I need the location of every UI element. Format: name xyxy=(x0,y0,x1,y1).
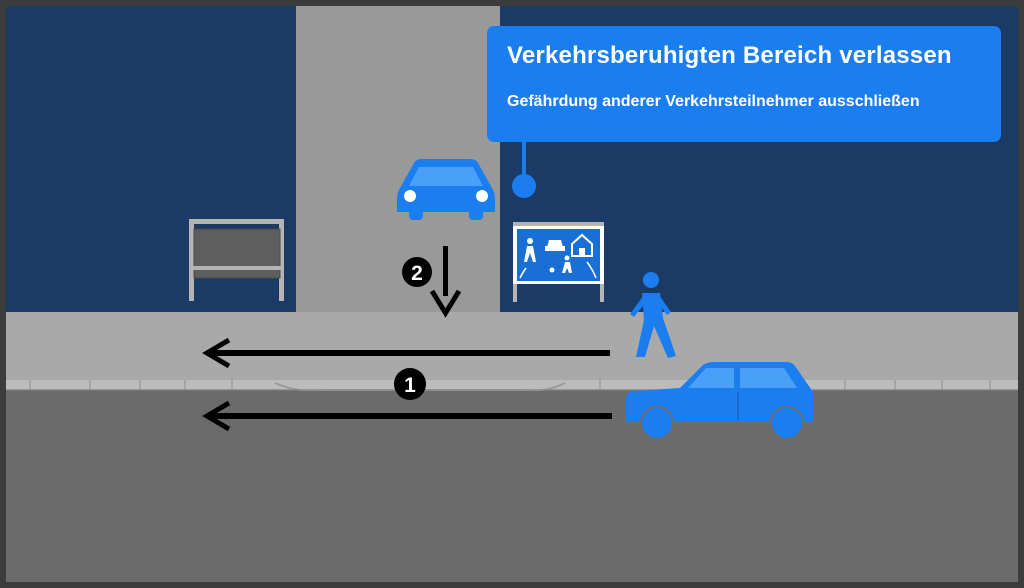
blank-sign-icon xyxy=(189,219,284,301)
arrow-left-icon xyxy=(202,400,612,432)
curb xyxy=(6,380,1018,390)
step-number-2: 2 xyxy=(411,262,423,285)
info-box: Verkehrsberuhigten Bereich verlassen Gef… xyxy=(487,26,1001,142)
curb-joints xyxy=(29,380,991,390)
info-title: Verkehrsberuhigten Bereich verlassen xyxy=(507,42,952,69)
play-street-sign-icon xyxy=(513,222,604,302)
sidewalk xyxy=(6,312,1018,384)
step-badge-1: 1 xyxy=(394,368,426,400)
step-number-1: 1 xyxy=(404,374,416,397)
car-side-icon xyxy=(626,362,813,440)
arrow-left-icon xyxy=(202,337,610,369)
step-badge-2: 2 xyxy=(402,257,432,287)
callout-connector xyxy=(512,140,536,198)
road xyxy=(6,391,1018,582)
info-subtitle: Gefährdung anderer Verkehrsteilnehmer au… xyxy=(507,93,920,110)
arrow-down-icon xyxy=(429,246,462,318)
car-front-icon xyxy=(397,159,495,220)
pedestrian-icon xyxy=(630,272,676,358)
